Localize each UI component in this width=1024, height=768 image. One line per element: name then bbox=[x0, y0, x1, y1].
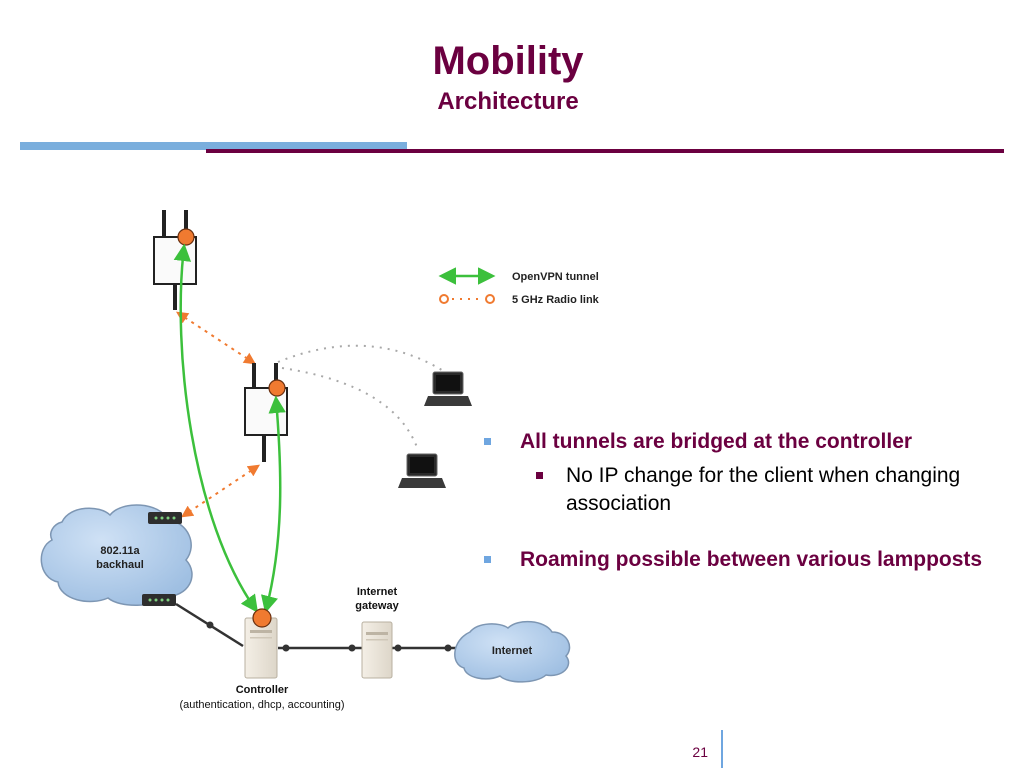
backhaul-label-line2: backhaul bbox=[96, 559, 144, 571]
sub-bullet-item: No IP change for the client when changin… bbox=[482, 462, 1012, 518]
sub-bullet-square-icon bbox=[536, 472, 543, 479]
bullet-list: All tunnels are bridged at the controlle… bbox=[482, 428, 1012, 574]
legend: OpenVPN tunnel 5 GHz Radio link bbox=[438, 267, 600, 306]
tunnel-ap2-controller bbox=[261, 395, 286, 614]
internet-label: Internet bbox=[492, 645, 533, 657]
slide-title: Mobility bbox=[432, 39, 584, 83]
access-point-2 bbox=[244, 363, 288, 462]
laptop-icon bbox=[424, 371, 472, 406]
controller-server bbox=[244, 608, 278, 679]
legend-radio-label: 5 GHz Radio link bbox=[512, 294, 600, 306]
bridge-device-bottom bbox=[142, 594, 176, 606]
legend-radio-dot-left bbox=[439, 294, 449, 304]
legend-tunnel-label: OpenVPN tunnel bbox=[512, 271, 599, 283]
sub-bullet-text: No IP change for the client when changin… bbox=[566, 464, 961, 515]
bullet-item: All tunnels are bridged at the controlle… bbox=[482, 428, 1012, 456]
ap1-radio-icon bbox=[177, 228, 195, 246]
bullet-square-icon bbox=[484, 556, 491, 563]
backhaul-cloud: 802.11a backhaul bbox=[40, 504, 193, 606]
laptop-icon bbox=[398, 453, 446, 488]
backhaul-label-line1: 802.11a bbox=[100, 545, 140, 557]
tunnel-ap1-controller bbox=[173, 243, 259, 613]
gateway-label-line1: Internet bbox=[357, 586, 398, 598]
slide-subtitle: Architecture bbox=[437, 88, 579, 115]
radio-link-ap1-ap2 bbox=[175, 311, 257, 365]
gateway-label-line2: gateway bbox=[355, 600, 399, 612]
title-rule-maroon bbox=[206, 149, 1004, 153]
radio-link-ap2-backhaul bbox=[181, 464, 260, 518]
bullet-item: Roaming possible between various lamppos… bbox=[482, 546, 1012, 574]
page-number: 21 bbox=[692, 744, 708, 760]
ap2-radio-icon bbox=[268, 379, 286, 397]
wifi-link-laptop-bottom bbox=[281, 367, 419, 451]
legend-radio-dot-right bbox=[485, 294, 495, 304]
internet-cloud: Internet bbox=[454, 620, 571, 683]
wifi-link-laptop-top bbox=[277, 344, 446, 373]
bullet-text: Roaming possible between various lamppos… bbox=[520, 548, 983, 571]
gateway-server bbox=[361, 621, 393, 679]
footer-divider bbox=[721, 730, 723, 768]
bullet-square-icon bbox=[484, 438, 491, 445]
controller-label: Controller bbox=[236, 684, 289, 696]
title-rule-blue bbox=[20, 142, 407, 150]
bullet-text: All tunnels are bridged at the controlle… bbox=[520, 430, 913, 453]
controller-sublabel: (authentication, dhcp, accounting) bbox=[179, 699, 344, 711]
access-point-1 bbox=[153, 210, 197, 310]
bridge-device-top bbox=[148, 512, 182, 524]
controller-radio-icon bbox=[252, 608, 272, 628]
